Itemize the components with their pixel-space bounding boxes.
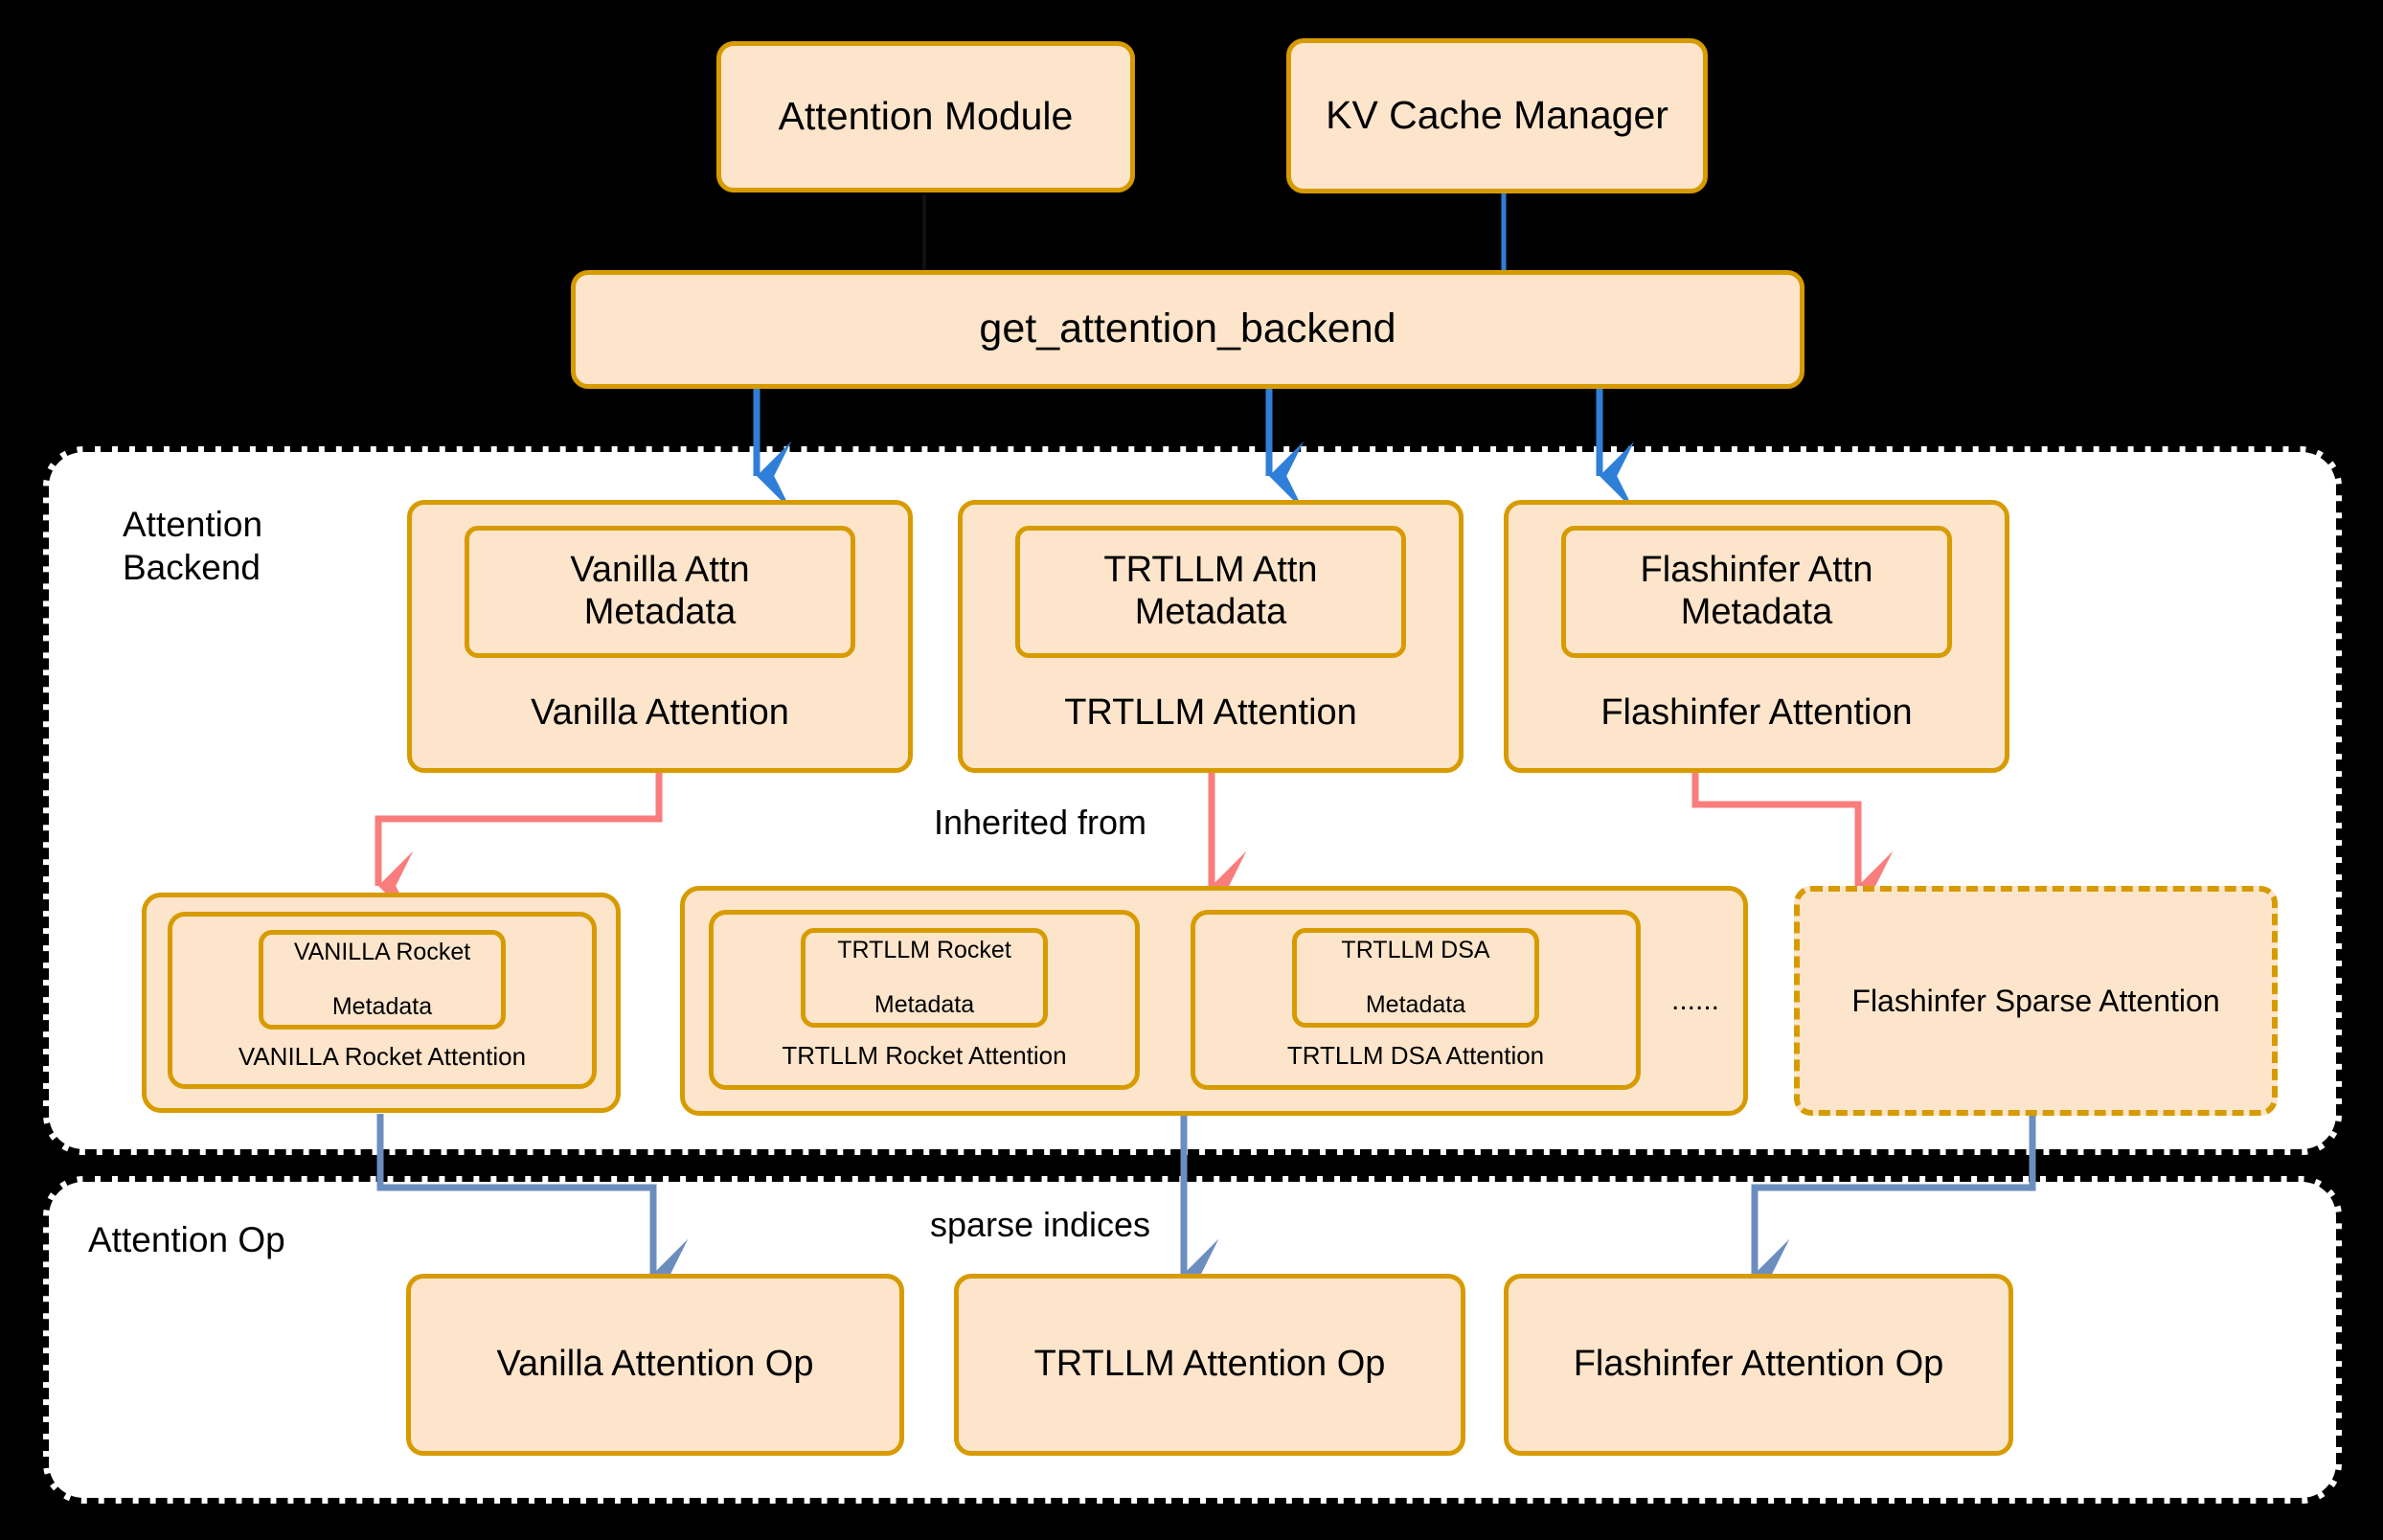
vanilla-rocket-metadata-label: VANILLA Rocket Metadata xyxy=(293,938,471,1021)
flashinfer-attention-op-label: Flashinfer Attention Op xyxy=(1573,1344,1944,1385)
flashinfer-attn-metadata-label: Flashinfer Attn Metadata xyxy=(1640,550,1873,632)
node-vanilla-rocket-attention[interactable]: VANILLA Rocket Metadata VANILLA Rocket A… xyxy=(168,912,597,1089)
vanilla-rocket-attention-label: VANILLA Rocket Attention xyxy=(238,1041,527,1071)
node-trtllm-attention[interactable]: TRTLLM Attn Metadata TRTLLM Attention xyxy=(958,500,1464,773)
attention-module-label: Attention Module xyxy=(778,94,1074,139)
attention-op-section-label: Attention Op xyxy=(88,1220,285,1259)
trtllm-rocket-metadata-box[interactable]: TRTLLM Rocket Metadata xyxy=(801,928,1048,1028)
flashinfer-sparse-attention-label: Flashinfer Sparse Attention xyxy=(1851,983,2220,1018)
node-trtllm-dsa-attention[interactable]: TRTLLM DSA Metadata TRTLLM DSA Attention xyxy=(1191,910,1641,1090)
kv-cache-manager-label: KV Cache Manager xyxy=(1326,93,1668,138)
trtllm-attn-metadata-label: TRTLLM Attn Metadata xyxy=(1103,550,1318,632)
trtllm-dsa-metadata-label: TRTLLM DSA Metadata xyxy=(1341,936,1490,1019)
trtllm-rocket-metadata-label: TRTLLM Rocket Metadata xyxy=(837,936,1011,1019)
attention-backend-section-label: Attention Backend xyxy=(123,505,263,588)
flashinfer-attention-label: Flashinfer Attention xyxy=(1600,691,1913,733)
node-vanilla-attention[interactable]: Vanilla Attn Metadata Vanilla Attention xyxy=(407,500,913,773)
node-attention-module[interactable]: Attention Module xyxy=(716,41,1135,192)
trtllm-dsa-attention-label: TRTLLM DSA Attention xyxy=(1286,1041,1545,1071)
vanilla-attn-metadata-box[interactable]: Vanilla Attn Metadata xyxy=(465,526,855,658)
edge-label-sparse-indices: sparse indices xyxy=(929,1205,1151,1244)
node-flashinfer-sparse-attention[interactable]: Flashinfer Sparse Attention xyxy=(1794,886,2278,1116)
node-flashinfer-attention-op[interactable]: Flashinfer Attention Op xyxy=(1504,1274,2013,1456)
node-vanilla-attention-op[interactable]: Vanilla Attention Op xyxy=(406,1274,904,1456)
edge-label-inherited-from: Inherited from xyxy=(933,803,1147,842)
sparse-backends-ellipsis: ...... xyxy=(1670,985,1719,1016)
flashinfer-attn-metadata-box[interactable]: Flashinfer Attn Metadata xyxy=(1561,526,1952,658)
trtllm-attention-label: TRTLLM Attention xyxy=(1064,691,1357,733)
vanilla-attn-metadata-label: Vanilla Attn Metadata xyxy=(570,550,750,632)
node-trtllm-rocket-attention[interactable]: TRTLLM Rocket Metadata TRTLLM Rocket Att… xyxy=(709,910,1140,1090)
node-trtllm-attention-op[interactable]: TRTLLM Attention Op xyxy=(954,1274,1465,1456)
vanilla-attention-label: Vanilla Attention xyxy=(531,691,789,733)
vanilla-rocket-metadata-box[interactable]: VANILLA Rocket Metadata xyxy=(259,930,506,1030)
node-flashinfer-attention[interactable]: Flashinfer Attn Metadata Flashinfer Atte… xyxy=(1504,500,2009,773)
node-kv-cache-manager[interactable]: KV Cache Manager xyxy=(1286,38,1708,193)
vanilla-attention-op-label: Vanilla Attention Op xyxy=(496,1344,814,1385)
trtllm-rocket-attention-label: TRTLLM Rocket Attention xyxy=(782,1041,1067,1071)
trtllm-dsa-metadata-box[interactable]: TRTLLM DSA Metadata xyxy=(1292,928,1539,1028)
trtllm-attention-op-label: TRTLLM Attention Op xyxy=(1033,1344,1386,1385)
node-get-attention-backend[interactable]: get_attention_backend xyxy=(571,270,1804,389)
get-attention-backend-label: get_attention_backend xyxy=(979,306,1396,352)
trtllm-attn-metadata-box[interactable]: TRTLLM Attn Metadata xyxy=(1015,526,1406,658)
